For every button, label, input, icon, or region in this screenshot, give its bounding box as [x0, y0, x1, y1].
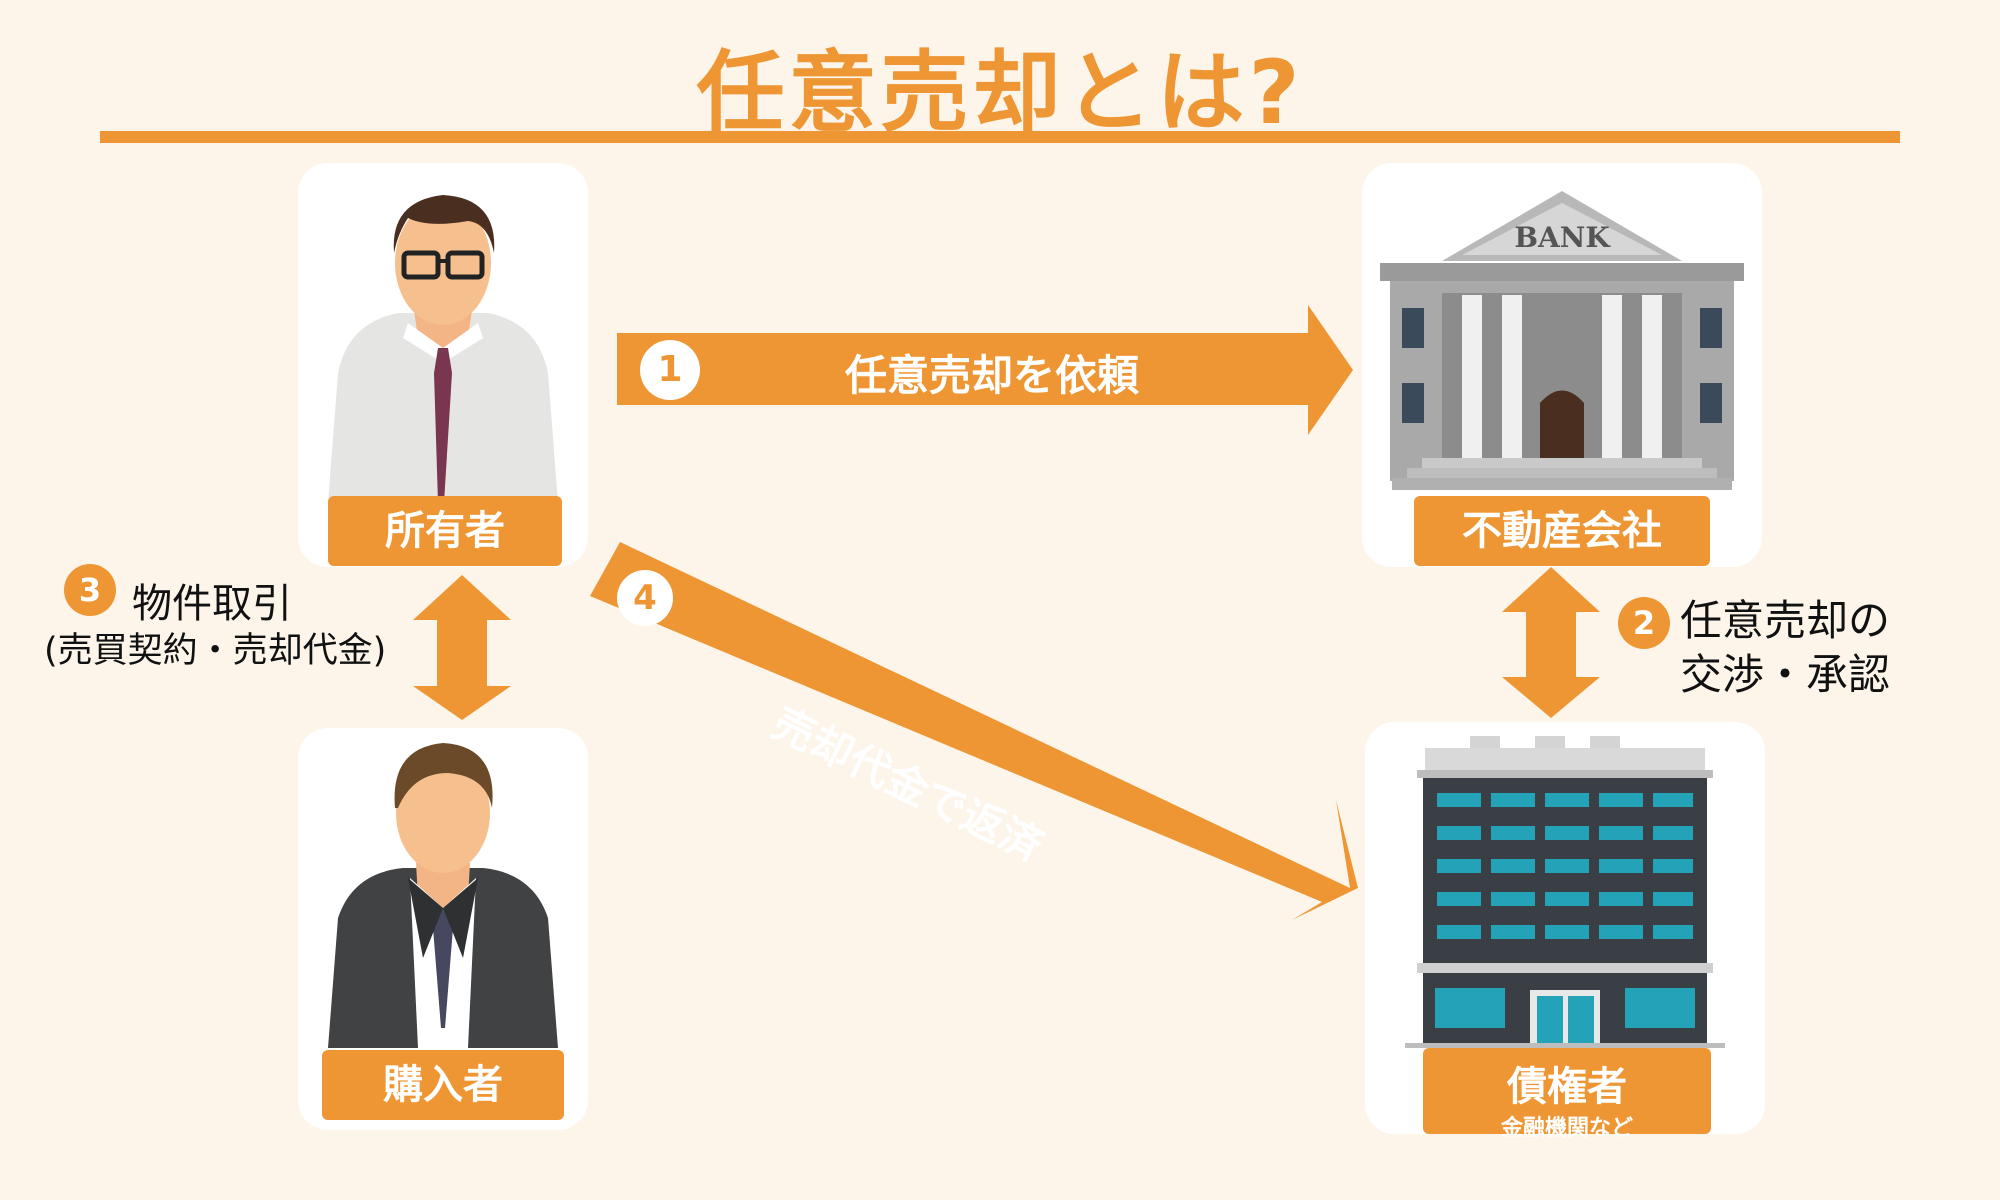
step3-line2: (売買契約・売却代金) — [44, 630, 386, 672]
arrow-step3 — [413, 575, 511, 720]
step1-number-badge: 1 — [640, 340, 700, 400]
step2-line1: 任意売却の — [1680, 596, 1890, 646]
step1-text: 任意売却を依頼 — [845, 342, 1139, 403]
step2-number-badge: 2 — [1618, 597, 1670, 649]
step3-line1: 物件取引 — [132, 580, 292, 628]
step2-line2: 交渉・承認 — [1680, 650, 1890, 700]
arrow-step4 — [590, 542, 1358, 920]
step3-number-badge: 3 — [64, 564, 116, 616]
arrow-step2 — [1502, 567, 1600, 718]
step4-number-badge: 4 — [617, 570, 673, 626]
